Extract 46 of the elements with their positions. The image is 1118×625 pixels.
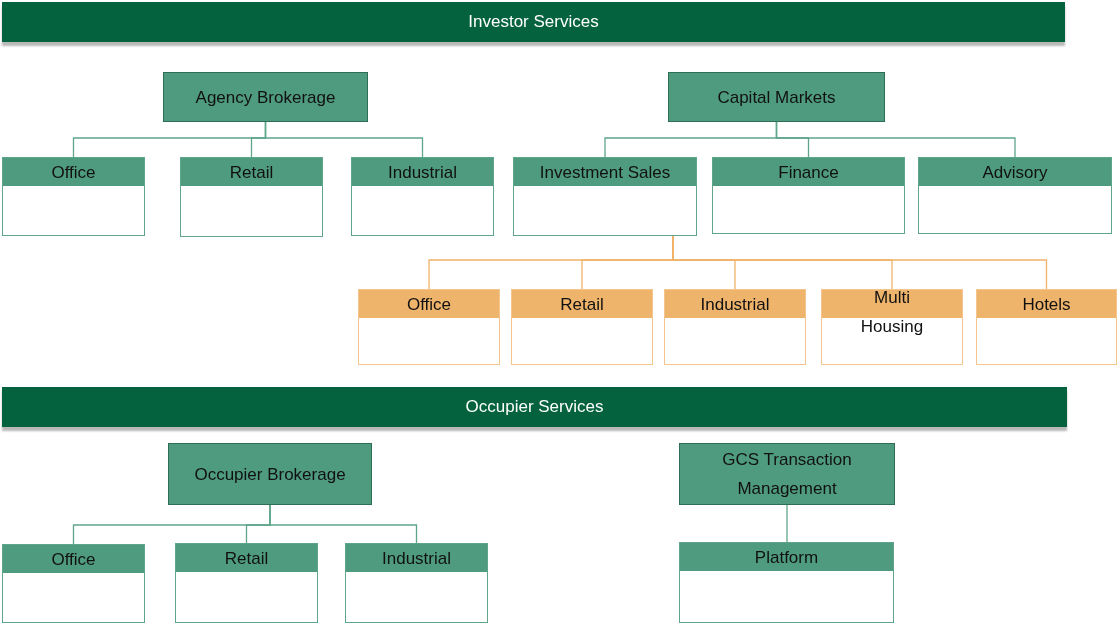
- department-box: [163, 72, 368, 122]
- section-banner: [2, 2, 1065, 42]
- subcategory-card: [664, 289, 806, 365]
- department-label: Multi Housing: [859, 287, 925, 338]
- department-label: Industrial: [700, 293, 770, 316]
- department-label: Finance: [778, 161, 839, 184]
- department-label: Office: [406, 293, 452, 316]
- department-label: GCS Transaction Management: [721, 449, 853, 500]
- category-card: [918, 157, 1112, 234]
- department-label: Occupier Brokerage: [194, 463, 346, 486]
- subcategory-card: [976, 289, 1117, 365]
- category-card: [180, 157, 323, 237]
- connector-line: [269, 504, 418, 544]
- category-card: [679, 542, 894, 623]
- category-card: [2, 544, 145, 623]
- category-card: [2, 157, 145, 236]
- category-card: [712, 157, 905, 234]
- department-label: Platform: [754, 546, 819, 569]
- section-banner: [2, 387, 1067, 427]
- subcategory-card: [821, 289, 963, 365]
- department-label: Capital Markets: [717, 86, 836, 109]
- category-card: [345, 543, 488, 623]
- category-card: [351, 157, 494, 236]
- connector-line: [264, 121, 424, 158]
- department-box: [679, 443, 895, 505]
- department-label: Office: [51, 548, 96, 571]
- department-box: [668, 72, 885, 122]
- category-card: [513, 157, 697, 236]
- department-box: [168, 443, 372, 505]
- department-label: Hotels: [1022, 293, 1071, 316]
- subcategory-card: [511, 289, 653, 365]
- department-label: Retail: [224, 547, 269, 570]
- department-label: Investment Sales: [539, 161, 671, 184]
- department-label: Retail: [560, 293, 604, 316]
- department-label: Industrial: [388, 161, 457, 184]
- category-card: [175, 543, 318, 623]
- department-label: Agency Brokerage: [195, 86, 336, 109]
- department-label: Industrial: [382, 547, 451, 570]
- subcategory-card: [358, 289, 500, 365]
- department-label: Office: [51, 161, 96, 184]
- section-title: Occupier Services: [465, 397, 604, 417]
- department-label: Advisory: [982, 161, 1048, 184]
- connector-line: [786, 504, 788, 543]
- connector-line: [775, 121, 1016, 158]
- department-label: Retail: [229, 161, 274, 184]
- section-title: Investor Services: [468, 12, 599, 32]
